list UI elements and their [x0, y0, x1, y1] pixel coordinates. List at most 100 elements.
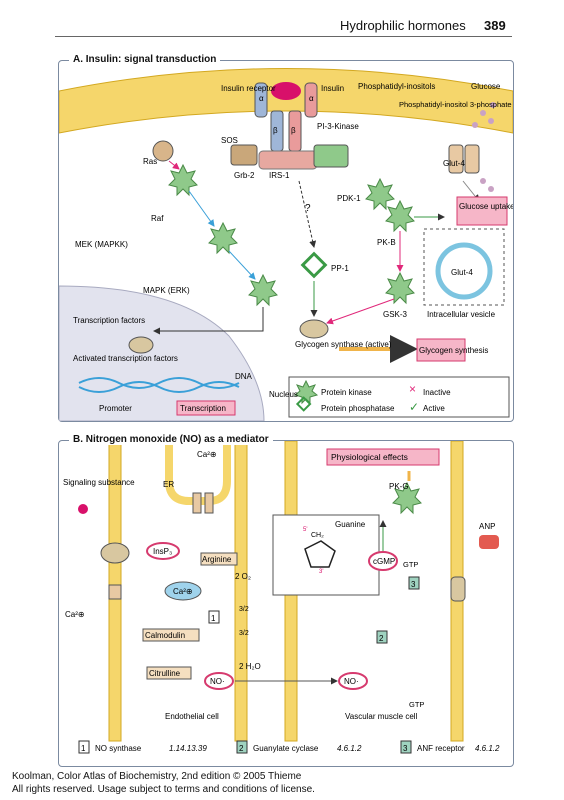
glycogen-synthesis-box	[416, 338, 466, 362]
promoter-label: Promoter	[99, 404, 132, 413]
pip3-label: Phosphatidyl-inositol 3-phosphate	[399, 100, 512, 109]
panel-no: B. Nitrogen monoxide (NO) as a mediator	[58, 434, 514, 767]
anp-receptor	[450, 576, 466, 602]
gsk3-kinase	[385, 271, 415, 305]
transcription-factors-label: Transcription factors	[73, 316, 145, 325]
enzyme-legend: 1 NO synthase 1.14.13.39 2 Guanylate cyc…	[78, 740, 500, 754]
legend-x-icon: ×	[409, 382, 416, 396]
no-diagram: Ca²⊕ Physiological effects Signaling sub…	[63, 440, 500, 754]
pp1-phosphatase	[300, 251, 328, 279]
no-muscle	[338, 672, 368, 690]
insp3-label: InsP₃	[153, 547, 172, 556]
arrow-mapk-tf	[153, 307, 264, 335]
beta-label-1: β	[273, 126, 278, 135]
glut4-vesicle-label: Glut-4	[451, 268, 473, 277]
cgmp-label: cGMP	[373, 557, 395, 566]
svg-text:ANF receptor: ANF receptor	[417, 744, 465, 753]
signaling-substance	[78, 504, 88, 514]
endothelial-membrane-right	[234, 440, 248, 742]
alpha-label-2: α	[309, 94, 314, 103]
insulin-label: Insulin	[321, 84, 344, 93]
ca-inner-label: Ca²⊕	[173, 587, 193, 596]
insulin-diagram: × ✓ Insulin receptor Insulin Phosphatidy…	[58, 68, 515, 422]
pp1-label: PP-1	[331, 264, 349, 273]
svg-text:3: 3	[403, 744, 408, 753]
legend-protein-kinase: Protein kinase	[321, 388, 372, 397]
gtp2-label: GTP	[409, 700, 424, 709]
mapk-label: MAPK (ERK)	[143, 286, 190, 295]
svg-text:NO synthase: NO synthase	[95, 744, 142, 753]
svg-text:Guanylate cyclase: Guanylate cyclase	[253, 744, 319, 753]
calmodulin-box	[142, 628, 200, 642]
legend-box	[288, 376, 510, 418]
glycogen-synthesis-label: Glycogen synthesis	[419, 346, 488, 355]
ca-channel-membrane	[108, 584, 122, 600]
gsk3-label: GSK-3	[383, 310, 408, 319]
ratio1-label: 3/2	[239, 606, 249, 613]
legend-protein-phosphatase: Protein phosphatase	[321, 404, 395, 413]
transcription-factor	[128, 336, 154, 354]
glycogen-synthase-label: Glycogen synthase (active)	[295, 340, 392, 349]
mek-label: MEK (MAPKK)	[75, 240, 128, 249]
pkb-kinase	[385, 199, 415, 233]
glycogen-synthase	[299, 319, 329, 339]
insulin-receptor	[254, 82, 318, 170]
question-label: ?	[305, 203, 311, 214]
glucose-dots	[472, 102, 496, 192]
svg-text:1.14.13.39: 1.14.13.39	[169, 744, 207, 753]
gtp-label: GTP	[403, 560, 418, 569]
arginine-box	[200, 552, 238, 566]
panel-a-title: A. Insulin: signal transduction	[69, 54, 221, 65]
cgmp-ellipse	[368, 551, 398, 571]
h2o-label: 2 H₂O	[239, 662, 261, 671]
arrow-irs-pp1	[298, 180, 317, 248]
enzyme-num-2: 2	[379, 634, 384, 643]
footer-line1: Koolman, Color Atlas of Biochemistry, 2n…	[12, 771, 302, 782]
insulin-receptor-label: Insulin receptor	[221, 84, 276, 93]
sos-label: SOS	[221, 136, 238, 145]
enzyme-box-1	[208, 610, 220, 624]
nucleus-label: Nucleus	[269, 390, 298, 399]
insulin-molecule	[271, 82, 301, 100]
citrulline-label: Citrulline	[149, 669, 181, 678]
alpha-label-1: α	[259, 94, 264, 103]
pdk1-label: PDK-1	[337, 194, 361, 203]
pi3k-label: PI-3-Kinase	[317, 122, 359, 131]
signaling-substance-label: Signaling substance	[63, 478, 135, 487]
svg-text:4.6.1.2: 4.6.1.2	[475, 744, 500, 753]
ca-bottom-label: Ca²⊕	[65, 610, 85, 619]
page-number: 389	[484, 18, 506, 33]
no-endothelial	[204, 672, 234, 690]
pkg-label: PK-G	[389, 482, 409, 491]
arginine-label: Arginine	[202, 555, 232, 564]
pi3k-protein	[313, 144, 349, 168]
legend-active: Active	[423, 404, 445, 413]
o2-label: 2 O₂	[235, 572, 251, 581]
transcription-box	[176, 400, 236, 416]
pkb-label: PK-B	[377, 238, 396, 247]
calmodulin-label: Calmodulin	[145, 631, 185, 640]
glucose-uptake-label: Glucose uptake	[459, 202, 513, 211]
physiological-effects-box	[326, 448, 440, 466]
enzyme-num-1: 1	[211, 614, 216, 623]
er-label: ER	[163, 480, 174, 489]
enzyme-box-2	[376, 630, 388, 644]
ca-ellipse	[164, 581, 202, 601]
anp-label: ANP	[479, 522, 495, 531]
ca-top-label: Ca²⊕	[197, 450, 217, 459]
arrow-gsk3-gs	[326, 298, 395, 325]
glut4-label: Glut-4	[443, 159, 465, 168]
anp-molecule	[479, 535, 499, 549]
intracellular-vesicle-label: Intracellular vesicle	[427, 310, 496, 319]
ras-protein	[152, 140, 174, 162]
ras-label: Ras	[143, 157, 157, 166]
panel-b-title: B. Nitrogen monoxide (NO) as a mediator	[69, 434, 273, 445]
header-title: Hydrophilic hormones	[340, 18, 466, 33]
legend-inactive: Inactive	[423, 388, 451, 397]
pkg-kinase	[392, 481, 422, 515]
ca-channel-er	[192, 492, 202, 514]
citrulline-box	[146, 666, 192, 680]
pdk1-kinase	[365, 177, 395, 211]
enzyme-box-3	[408, 576, 420, 590]
phosphatidylinositols-label: Phosphatidyl-inositols	[358, 82, 435, 91]
